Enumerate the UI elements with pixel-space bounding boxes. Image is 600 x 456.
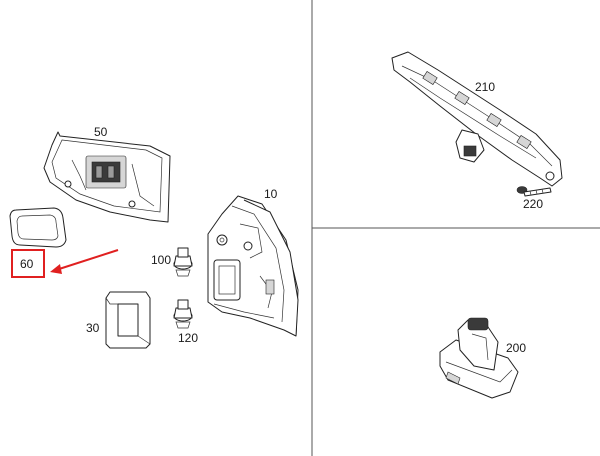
- part-120-clip[interactable]: [173, 299, 193, 329]
- label-220: 220: [523, 197, 543, 211]
- label-50: 50: [94, 125, 108, 139]
- part-220-screw[interactable]: [516, 186, 552, 197]
- part-200-module[interactable]: [439, 317, 519, 399]
- label-120: 120: [178, 331, 198, 345]
- part-100-clip[interactable]: [173, 247, 193, 277]
- label-60: 60: [20, 257, 34, 271]
- label-10: 10: [264, 187, 278, 201]
- highlight-box-60: [11, 249, 45, 278]
- highlight-arrow-line: [55, 249, 119, 271]
- label-30: 30: [86, 321, 100, 335]
- label-100: 100: [151, 253, 171, 267]
- part-10-tail-lamp-housing[interactable]: [207, 195, 299, 337]
- part-60-seal[interactable]: [9, 207, 67, 248]
- highlight-arrow-head: [50, 264, 62, 274]
- label-200: 200: [506, 341, 526, 355]
- part-30-gasket[interactable]: [105, 291, 151, 349]
- part-50-inner-tail-lamp[interactable]: [43, 131, 171, 223]
- part-210-bracket[interactable]: [391, 51, 563, 187]
- label-210: 210: [475, 80, 495, 94]
